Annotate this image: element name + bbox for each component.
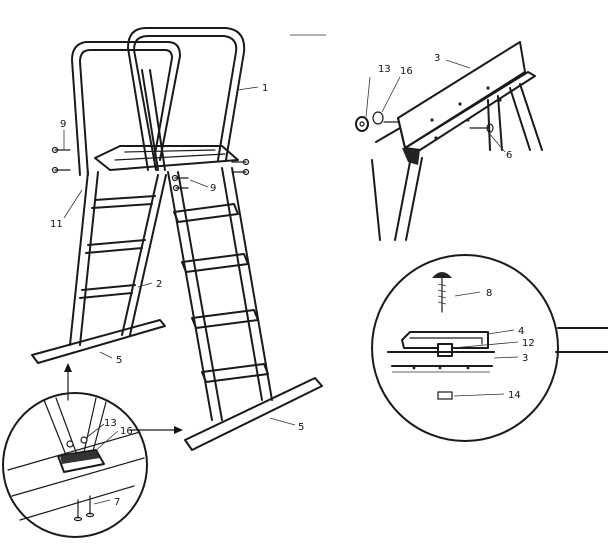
rear-leg-right: [121, 174, 159, 336]
screw-icon: [432, 272, 452, 313]
callout-2: 2: [156, 279, 162, 290]
callout-4: 4: [518, 326, 524, 337]
bracket-detail: [290, 34, 543, 241]
base-rail-left: [31, 319, 166, 364]
bolt-right-icon: [231, 158, 250, 176]
rear-tread-3: [79, 284, 136, 299]
handrail-right: [133, 35, 238, 171]
rail-part-3: [387, 351, 495, 367]
top-platform: [94, 145, 239, 171]
callout-7: 7: [114, 497, 120, 508]
bolt-center-icon: [171, 174, 189, 192]
clip-detail: [371, 254, 608, 442]
callout-5-left: 5: [116, 355, 122, 366]
foot-plate: [57, 449, 105, 473]
foot-detail: [2, 392, 148, 538]
foot-detail-circle: [2, 392, 148, 538]
pin-icon: [437, 391, 453, 400]
bolt-6-icon: [469, 123, 494, 133]
handrail-right-inner: [127, 27, 246, 171]
callout-1: 1: [262, 83, 268, 94]
front-tread-2: [181, 253, 249, 273]
callout-3-bracket: 3: [434, 53, 440, 64]
handrail-left-inner: [79, 49, 173, 176]
nut-icon: [355, 116, 369, 132]
front-tread-1: [173, 203, 239, 223]
callout-13-bottom: 13: [104, 418, 117, 429]
callout-8: 8: [486, 288, 492, 299]
washer-small-icon: [66, 440, 74, 448]
callout-16-bottom: 16: [120, 426, 133, 437]
nut-small-icon: [80, 436, 88, 444]
arrow-right-icon: [174, 426, 183, 434]
rear-tread-1: [91, 195, 156, 209]
callout-5-right: 5: [298, 422, 304, 433]
clip-part-4: [401, 331, 489, 349]
callout-14: 14: [508, 390, 521, 401]
bolt-left-icon: [51, 146, 71, 174]
base-rail-right: [184, 377, 323, 451]
rear-tread-2: [85, 239, 146, 254]
callout-9-center: 9: [210, 183, 216, 194]
callout-16-top: 16: [400, 66, 413, 77]
front-tread-3: [191, 309, 259, 329]
callout-6: 6: [506, 150, 512, 161]
callout-13-top: 13: [378, 64, 391, 75]
callout-3-detail: 3: [522, 353, 528, 364]
front-stringer-right: [221, 167, 263, 401]
rear-leg-left: [69, 171, 89, 346]
ladder-assembly: [31, 27, 323, 451]
callout-12: 12: [522, 338, 535, 349]
clip-detail-circle: [371, 254, 559, 442]
arrow-up-icon: [64, 363, 72, 372]
callout-labels: 1 2 3 3 4 5 5 6 7 8 9 9 11 12 13 13 14 1…: [50, 53, 535, 508]
handrail-left: [71, 41, 181, 176]
callout-9-left: 9: [60, 119, 66, 130]
callout-11: 11: [50, 219, 63, 230]
front-tread-4: [201, 363, 269, 383]
washer-icon: [372, 111, 384, 125]
bolt-7-icon: [73, 495, 95, 522]
block-part-12: [437, 343, 453, 357]
